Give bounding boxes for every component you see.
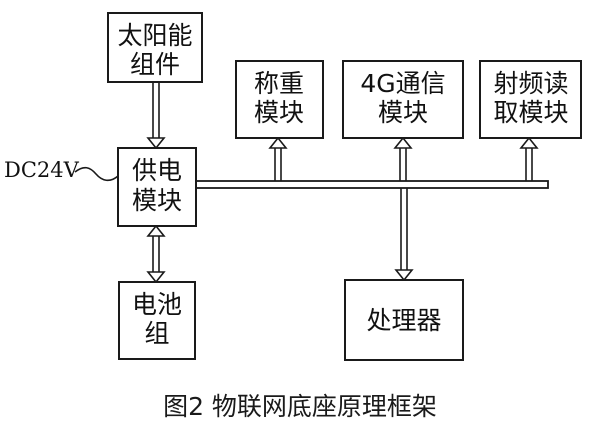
block-rfid-line1: 射频读 [493, 69, 568, 98]
block-rfid-line2: 取模块 [493, 98, 568, 127]
connector-bus-to-processor [394, 188, 414, 282]
bus-bar [195, 180, 549, 189]
connector-bus-to-4g [393, 136, 413, 181]
connector-bus-to-weighing [268, 136, 288, 181]
connector-solar-to-power [146, 82, 166, 150]
block-processor-label: 处理器 [366, 306, 441, 335]
block-battery: 电池 组 [118, 281, 196, 360]
figure-caption: 图2 物联网底座原理框架 [163, 392, 437, 421]
block-4g-line1: 4G通信 [360, 69, 445, 98]
block-power: 供电 模块 [117, 147, 197, 227]
block-power-line2: 模块 [132, 186, 182, 215]
block-weighing: 称重 模块 [235, 60, 324, 139]
block-4g: 4G通信 模块 [342, 60, 464, 139]
block-4g-line2: 模块 [378, 98, 428, 127]
block-battery-line1: 电池 [132, 290, 182, 319]
block-solar-line2: 组件 [130, 50, 180, 79]
block-solar-line1: 太阳能 [117, 21, 192, 50]
block-power-line1: 供电 [132, 156, 182, 185]
block-weighing-line1: 称重 [254, 69, 304, 98]
connector-bus-to-rfid [519, 136, 539, 181]
block-battery-line2: 组 [144, 319, 169, 348]
block-solar: 太阳能 组件 [107, 12, 203, 83]
block-processor: 处理器 [344, 279, 464, 361]
block-rfid: 射频读 取模块 [479, 60, 582, 139]
connector-power-battery [146, 224, 166, 284]
dc-input-wave [74, 166, 119, 182]
dc-input-label: DC24V [4, 158, 80, 182]
block-weighing-line2: 模块 [254, 98, 304, 127]
